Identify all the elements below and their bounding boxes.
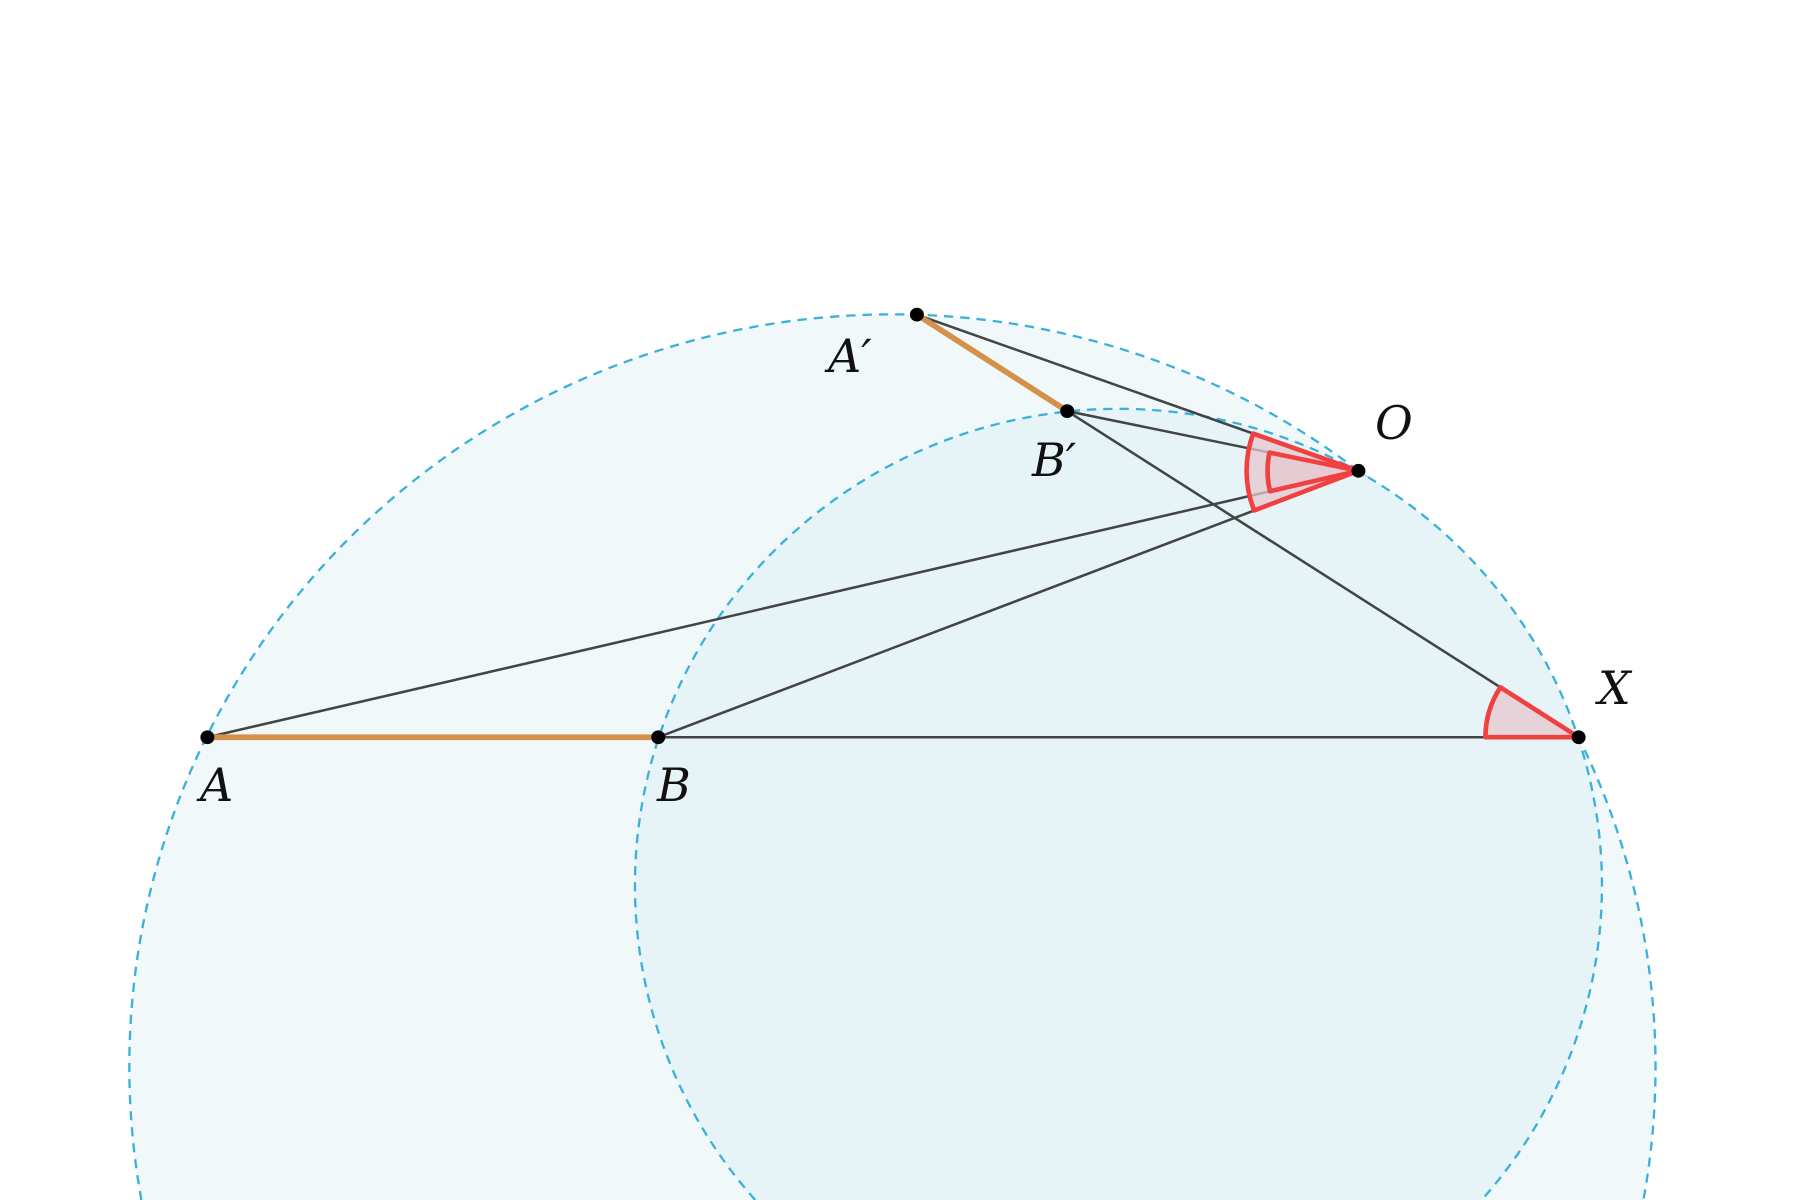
point-o: [1351, 463, 1366, 478]
segment-a-prime-b-prime-highlight: [913, 311, 1071, 414]
label-o: O: [1375, 396, 1413, 450]
angle-marker-b-prime-o-a: [1265, 450, 1361, 494]
segment-a-o: [206, 469, 1360, 739]
point-x: [1571, 730, 1586, 745]
small-circle-fill: [634, 408, 1602, 1200]
point-b: [651, 730, 666, 745]
label-b: B: [657, 758, 691, 812]
angle-marker-x: [1483, 685, 1581, 740]
label-b-prime: B′: [1032, 433, 1077, 487]
large-circle: [128, 313, 1657, 1200]
point-a: [200, 730, 215, 745]
segment-b-o: [656, 469, 1360, 739]
label-a-prime: A′: [828, 329, 872, 383]
segment-bp-x: [1065, 409, 1580, 739]
point-bp: [1060, 404, 1075, 418]
label-a: A: [200, 758, 234, 812]
point-ap: [909, 307, 924, 322]
label-x: X: [1598, 661, 1631, 715]
